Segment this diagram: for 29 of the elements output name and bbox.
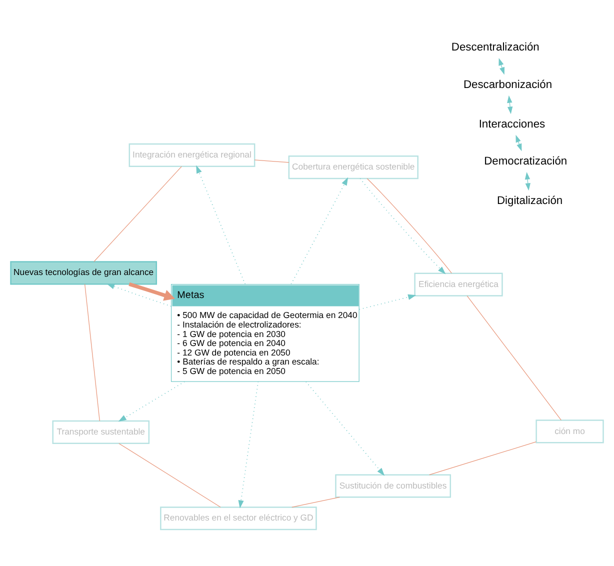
connector xyxy=(94,166,182,262)
connector xyxy=(292,496,340,508)
arrow xyxy=(118,381,185,422)
arrow xyxy=(358,294,416,310)
arrow xyxy=(196,165,246,285)
node-text: Interacciones xyxy=(478,118,546,130)
arrow xyxy=(498,58,504,75)
node-text: Descentralización xyxy=(451,41,540,54)
node-text: Digitalización xyxy=(496,194,563,207)
node-box: Integración energética regional xyxy=(128,143,256,167)
connector xyxy=(118,443,221,508)
node-text: Descarbonización xyxy=(463,78,552,91)
arrow xyxy=(128,282,176,301)
node-box: Nuevas tecnologías de gran alcance xyxy=(10,261,158,285)
node-box: ción mo xyxy=(536,420,604,444)
connector xyxy=(429,442,536,476)
arrow xyxy=(106,284,172,307)
connector xyxy=(84,284,100,422)
node-box: Transporte sustentable xyxy=(52,420,150,444)
connector xyxy=(466,296,562,420)
connector xyxy=(254,160,290,163)
node-text: Democratización xyxy=(484,155,568,168)
node-box: Sustitución de combustibles xyxy=(335,474,451,498)
arrow xyxy=(306,381,385,476)
node-box: Renovables en el sector eléctrico y GD xyxy=(160,506,317,530)
arrow xyxy=(238,381,259,508)
node-box: Eficiencia energética xyxy=(414,272,503,296)
node-box: Cobertura energética sostenible xyxy=(288,156,418,180)
arrow xyxy=(290,177,348,285)
